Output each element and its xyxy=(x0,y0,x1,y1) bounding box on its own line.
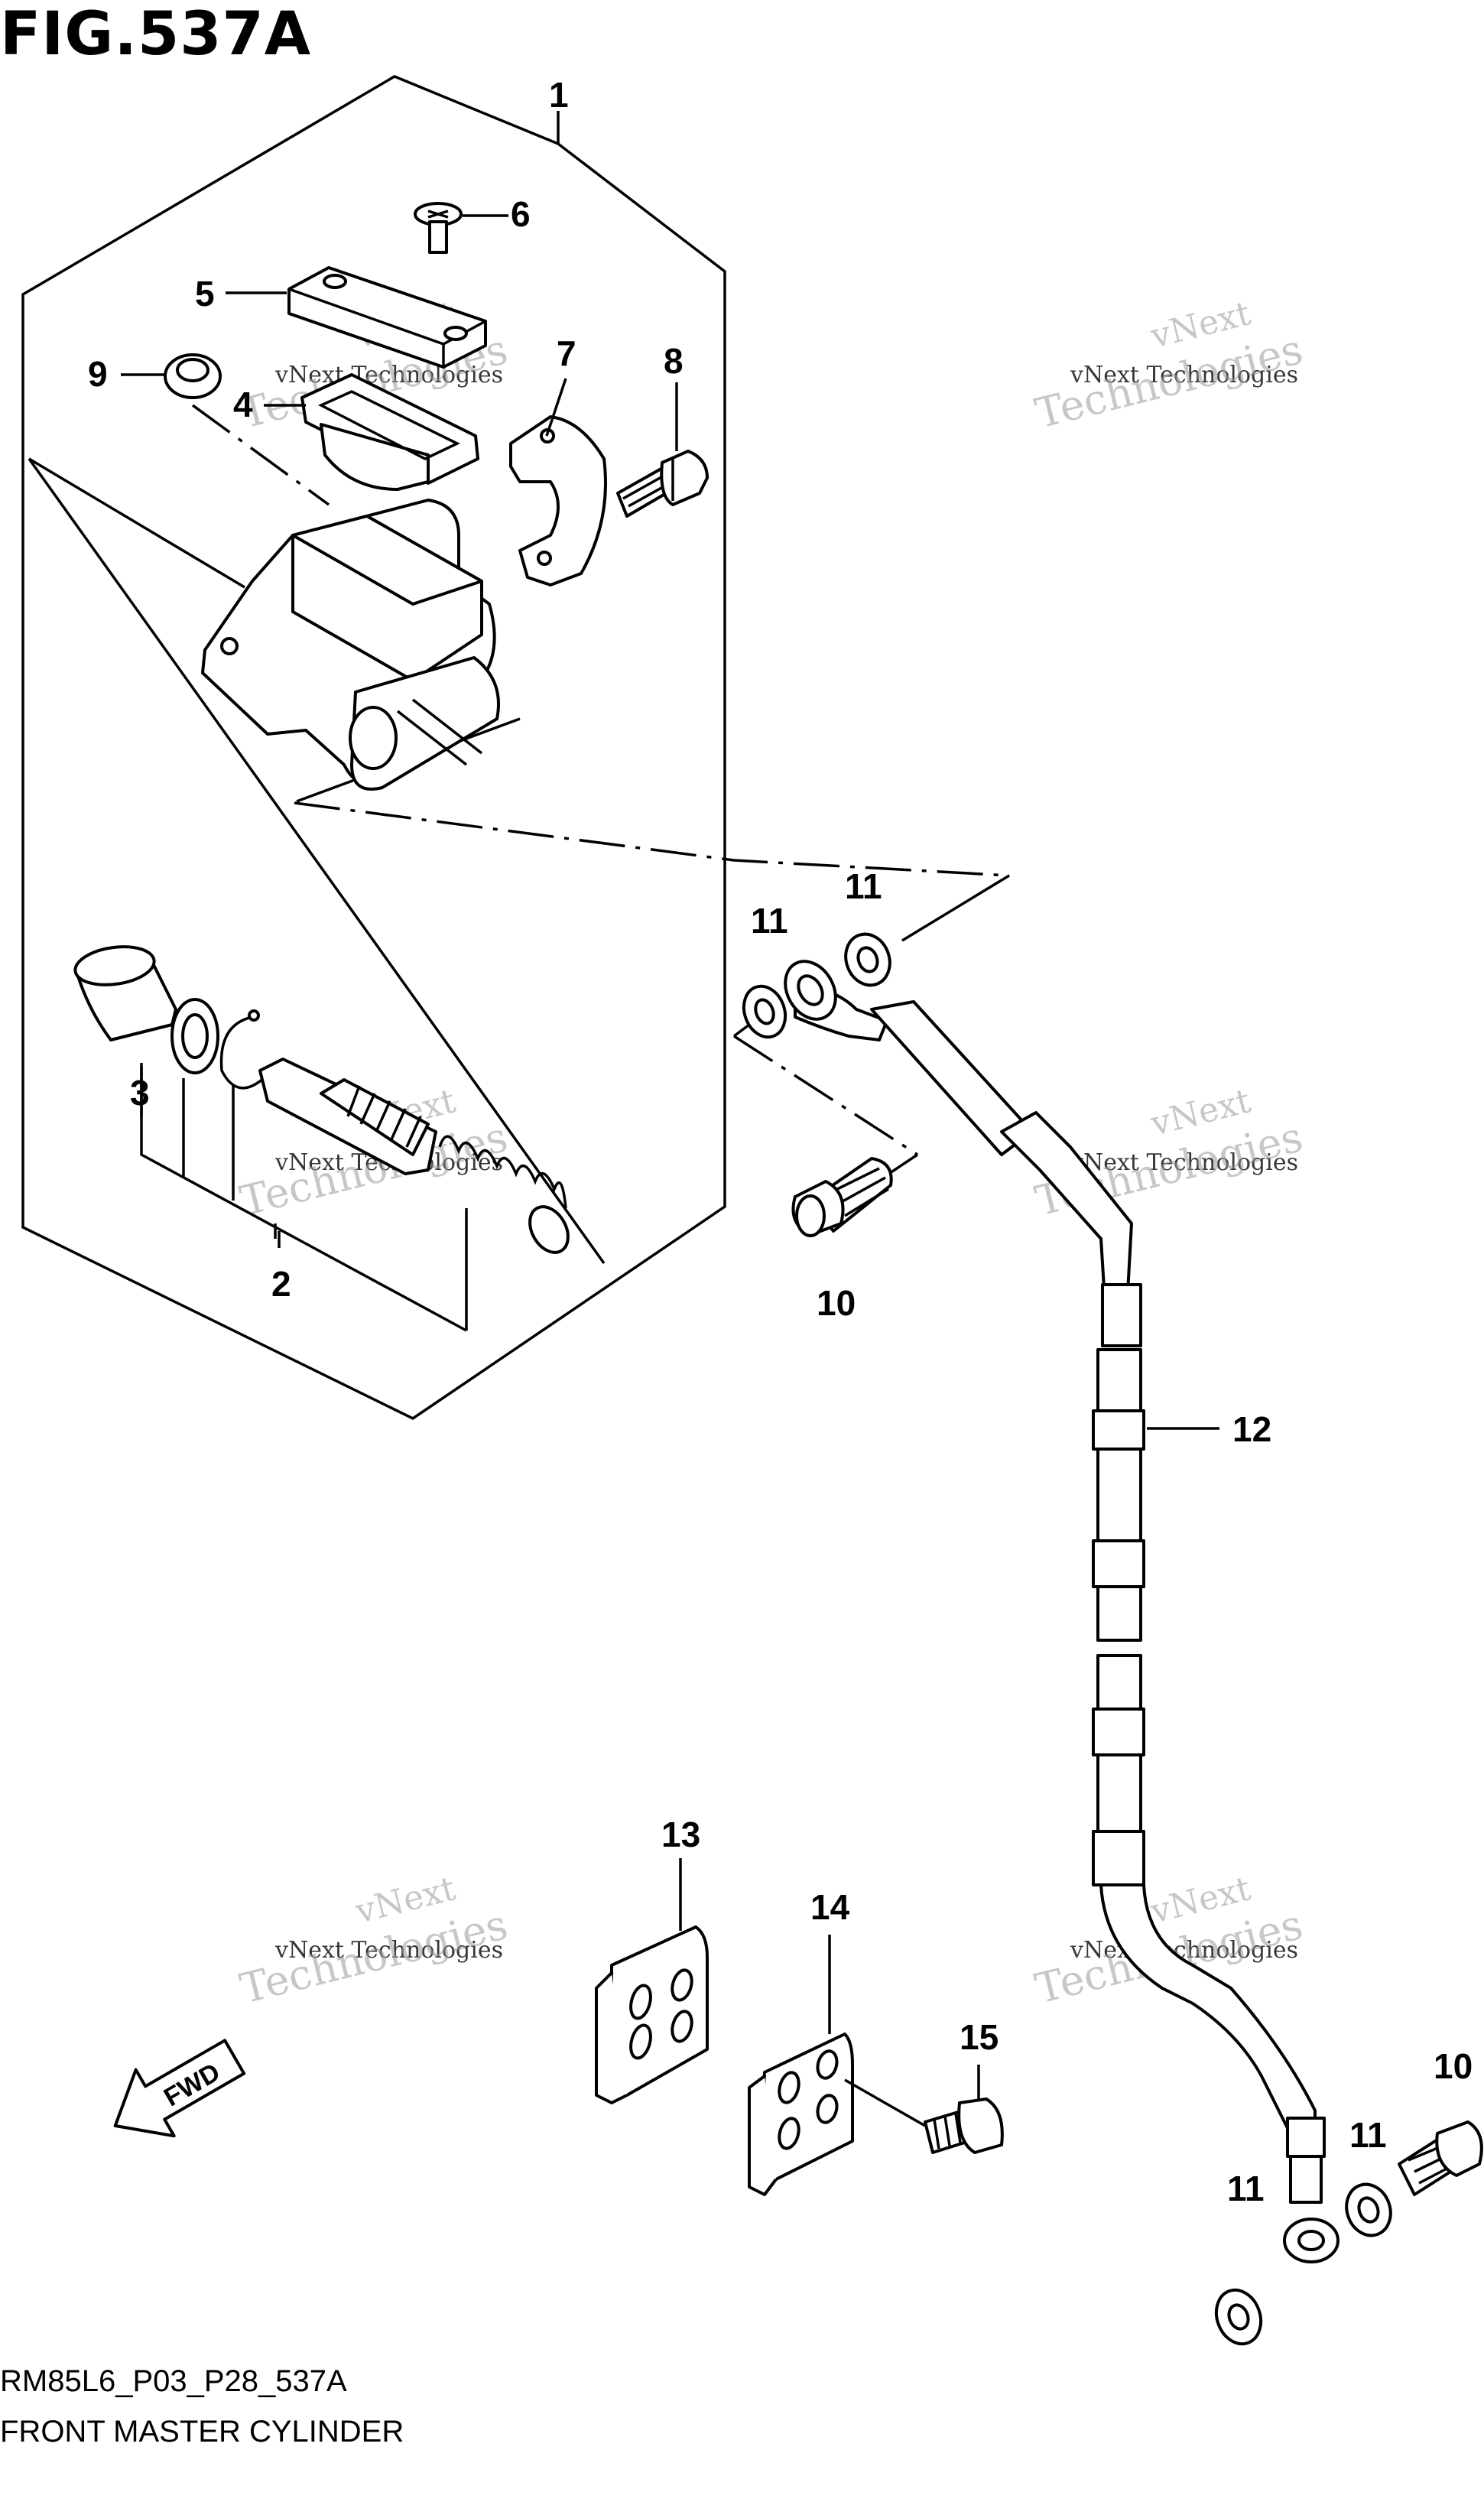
callout-11: 11 xyxy=(1227,2169,1265,2208)
callout-13: 13 xyxy=(661,1815,700,1854)
washer-11 xyxy=(742,984,787,1039)
watermark-line2: vNext Technologies xyxy=(274,362,503,388)
circlip xyxy=(219,1009,265,1090)
fwd-arrow-icon: FWD xyxy=(113,2039,246,2138)
union-bolt xyxy=(1398,2120,1483,2196)
piston-boot xyxy=(73,945,177,1041)
callouts: 1 2 3 4 5 6 7 8 9 10 10 11 11 11 11 12 1… xyxy=(88,75,1473,2208)
washer xyxy=(170,998,219,1074)
diaphragm xyxy=(300,373,479,491)
piston xyxy=(258,1058,437,1175)
figure-title: FIG.537A xyxy=(0,0,312,69)
seal xyxy=(164,353,222,399)
hose-guide-14 xyxy=(748,2032,854,2196)
hose-guide-13 xyxy=(595,1925,709,2104)
callout-9: 9 xyxy=(88,354,108,394)
piston-spring xyxy=(438,1135,570,1254)
connector-line xyxy=(733,1035,918,1156)
watermark-line2: vNext Technologies xyxy=(274,1937,503,1964)
reservoir-cap xyxy=(287,266,487,369)
callout-10: 10 xyxy=(1434,2046,1473,2086)
callout-11: 11 xyxy=(751,901,788,941)
callout-15: 15 xyxy=(960,2017,999,2057)
master-cylinder-body xyxy=(201,499,500,791)
callout-3: 3 xyxy=(130,1073,150,1113)
callout-7: 7 xyxy=(557,333,576,373)
union-bolt xyxy=(791,1157,893,1237)
figure-code: RM85L6_P03_P28_537A xyxy=(0,2364,347,2398)
callout-1: 1 xyxy=(549,75,569,115)
callout-14: 14 xyxy=(810,1887,850,1927)
callout-11: 11 xyxy=(845,866,882,906)
callout-11: 11 xyxy=(1349,2115,1387,2155)
callout-6: 6 xyxy=(511,194,531,234)
watermark-line2: vNext Technologies xyxy=(1070,1149,1298,1176)
clamp-bolt xyxy=(616,450,709,518)
washer-11 xyxy=(844,932,891,987)
handle-clamp xyxy=(509,415,607,587)
connector-line xyxy=(191,404,330,506)
washer-11 xyxy=(1345,2182,1392,2237)
screw xyxy=(414,202,463,254)
callout-12: 12 xyxy=(1232,1409,1271,1449)
callout-5: 5 xyxy=(195,274,215,314)
watermark-line2: vNext Technologies xyxy=(1070,362,1298,388)
bolt-15 xyxy=(924,2097,1004,2154)
callout-8: 8 xyxy=(664,341,684,381)
figure-caption: FRONT MASTER CYLINDER xyxy=(0,2415,404,2448)
callout-10: 10 xyxy=(817,1283,856,1323)
assembly-outline xyxy=(21,75,726,1421)
callout-2: 2 xyxy=(271,1264,291,1304)
leader-lines xyxy=(121,111,678,1248)
washer-11 xyxy=(1214,2288,1263,2346)
connector-line xyxy=(294,801,1010,877)
brake-hose xyxy=(784,960,1339,2263)
piston-set-outline xyxy=(28,457,606,1265)
callout-4: 4 xyxy=(233,385,253,424)
